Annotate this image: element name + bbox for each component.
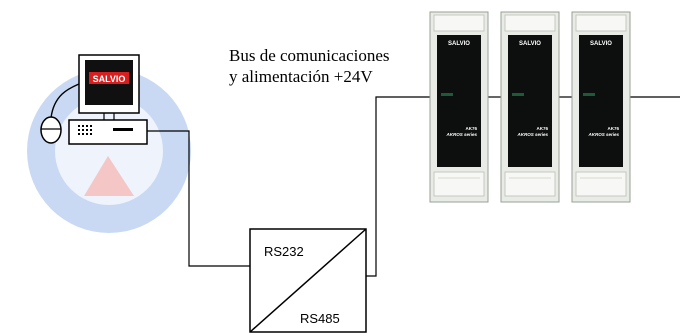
- din-module: SALVIO AK76 AKROS series: [571, 11, 631, 203]
- module-brand: SALVIO: [519, 41, 541, 47]
- din-module: SALVIO AK76 AKROS series: [429, 11, 489, 203]
- module-model: AK76: [607, 126, 619, 131]
- module-model: AK76: [465, 126, 477, 131]
- bus-label: Bus de comunicaciones y alimentación +24…: [229, 45, 390, 87]
- computer-base-unit: [68, 119, 148, 145]
- mouse-cable: [50, 83, 80, 119]
- module-brand: SALVIO: [590, 41, 612, 47]
- module-series: AKROS series: [445, 132, 477, 137]
- status-led: [441, 93, 453, 96]
- keypad-grid: [78, 125, 92, 135]
- status-led: [512, 93, 524, 96]
- serial-cable: [147, 130, 250, 267]
- module-brand: SALVIO: [448, 41, 470, 47]
- rs232-rs485-converter: RS232 RS485: [249, 228, 367, 333]
- rs232-label: RS232: [264, 244, 304, 259]
- bus-label-line1: Bus de comunicaciones: [229, 46, 390, 65]
- screen-brand: SALVIO: [93, 74, 126, 84]
- module-series: AKROS series: [587, 132, 619, 137]
- status-led: [583, 93, 595, 96]
- computer: SALVIO: [40, 54, 148, 145]
- module-model: AK76: [536, 126, 548, 131]
- screen-logo: [89, 72, 129, 84]
- bus-label-line2: y alimentación +24V: [229, 67, 373, 86]
- rs485-label: RS485: [300, 311, 340, 326]
- din-module: SALVIO AK76 AKROS series: [500, 11, 560, 203]
- disk-slot: [113, 128, 133, 131]
- mouse: [40, 116, 62, 144]
- module-series: AKROS series: [516, 132, 548, 137]
- rs485-cable: [366, 96, 430, 277]
